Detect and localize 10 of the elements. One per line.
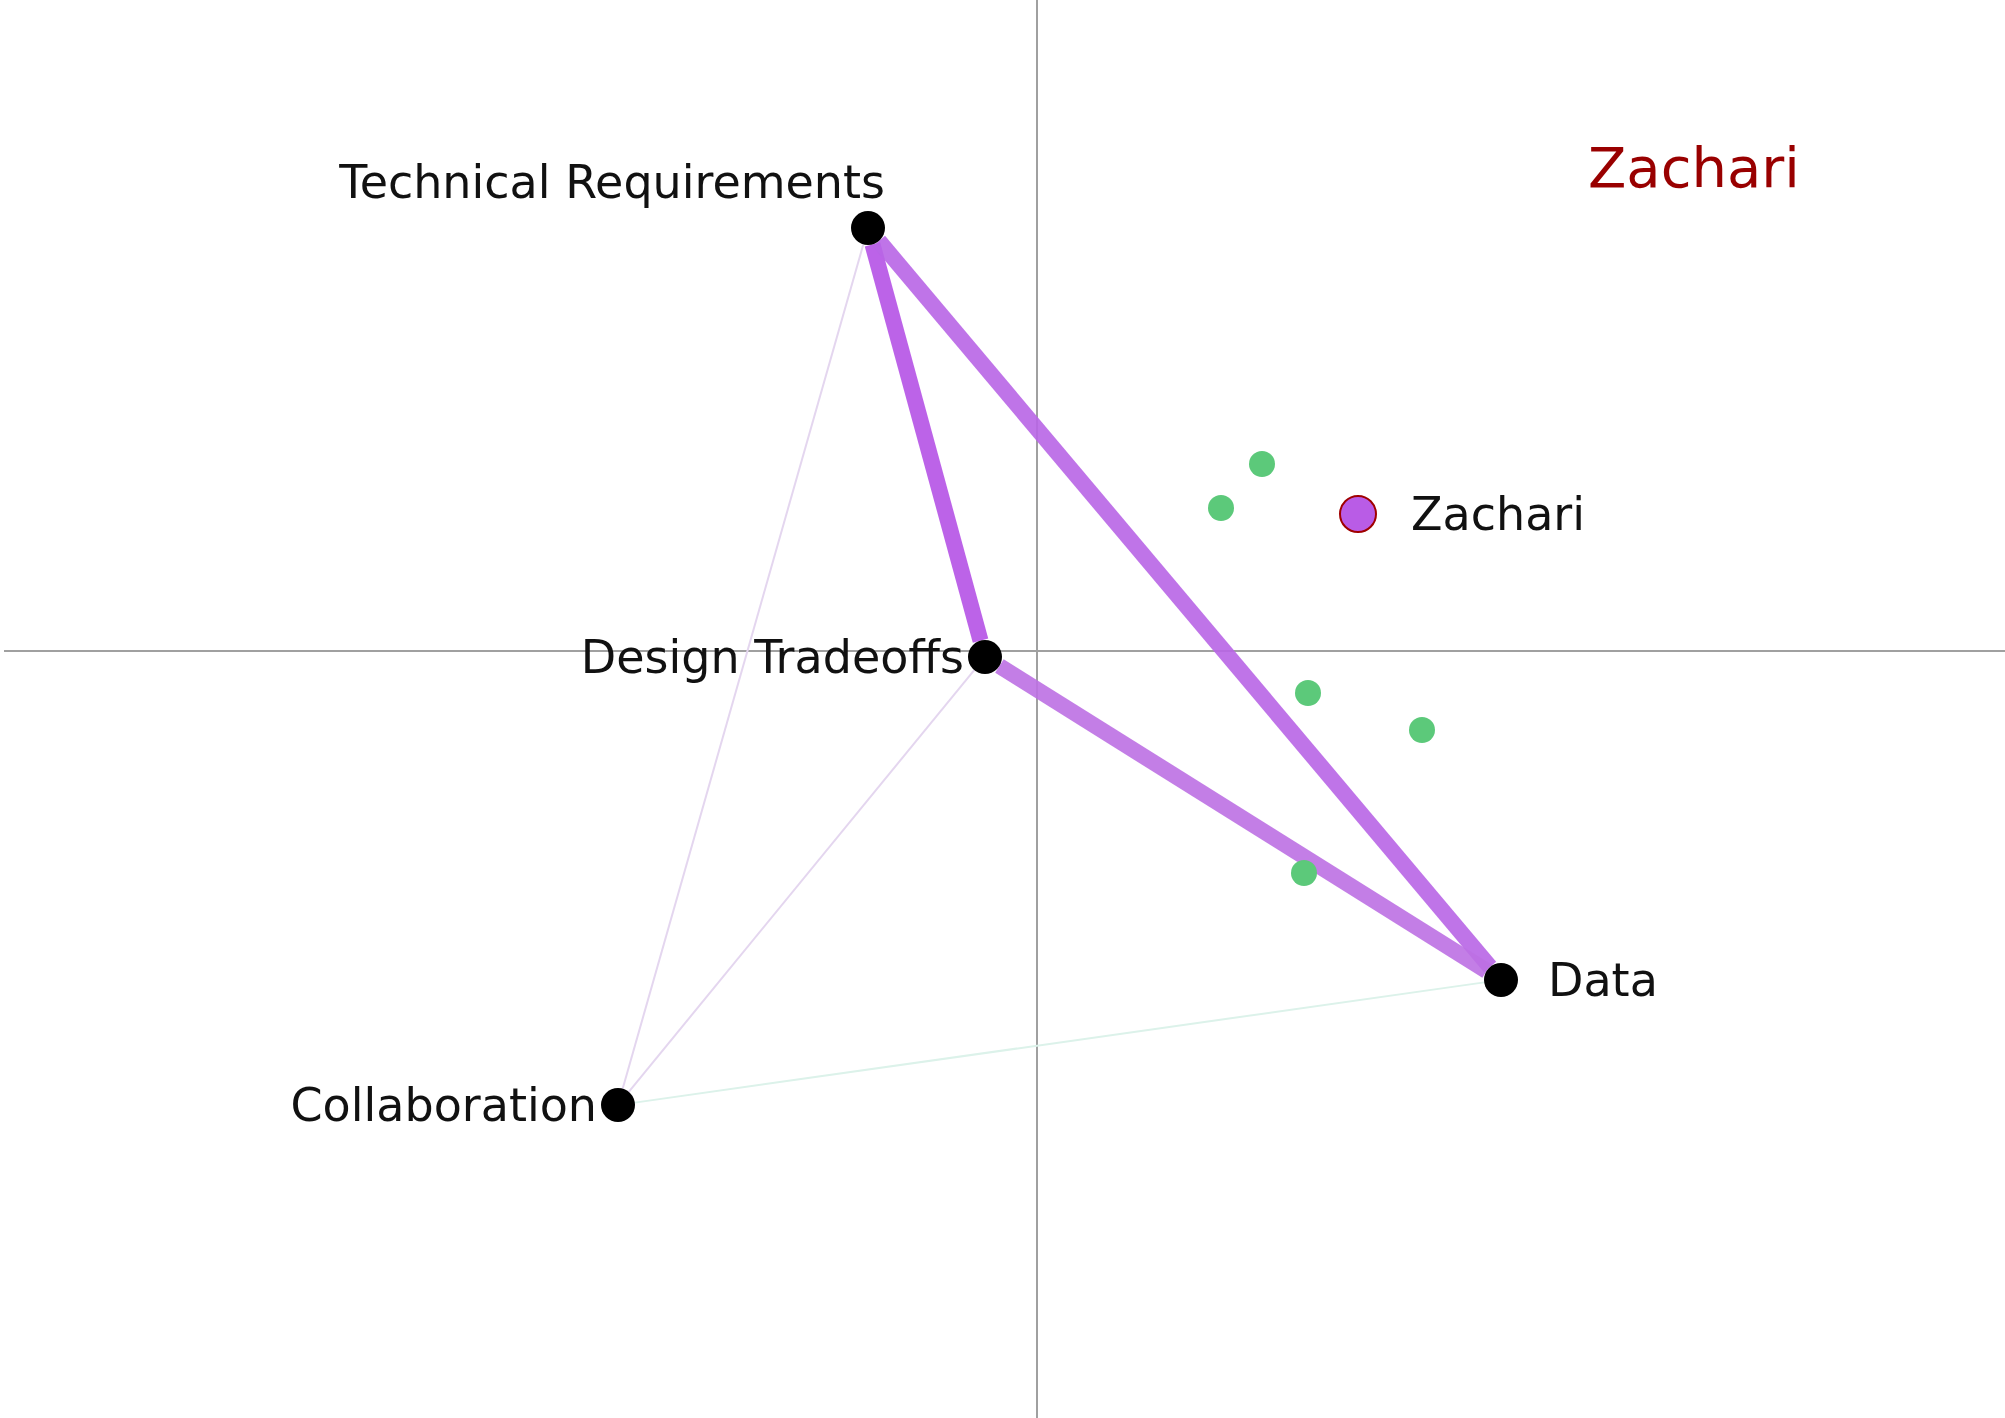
- plot-title: Zachari: [1588, 136, 1800, 201]
- node-label: Zachari: [1411, 487, 1586, 541]
- network-edge: [864, 242, 989, 643]
- network-edge: [621, 243, 865, 1090]
- network-edge: [633, 981, 1486, 1104]
- node-label: Data: [1548, 953, 1658, 1007]
- node-label: Collaboration: [290, 1078, 597, 1132]
- network-edge: [627, 669, 976, 1093]
- node-label: Technical Requirements: [339, 156, 885, 209]
- node-label: Design Tradeoffs: [580, 630, 964, 684]
